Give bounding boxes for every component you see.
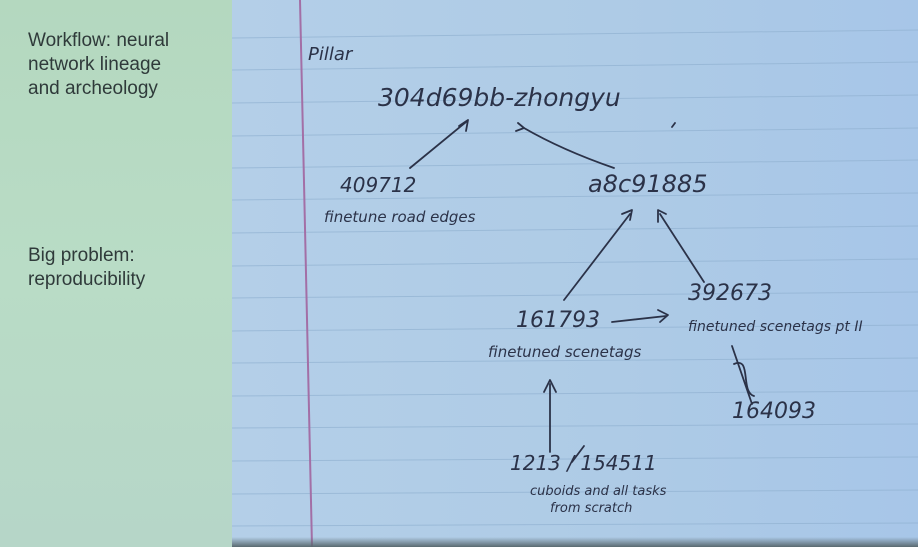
- edge-a-to-root: [409, 121, 467, 169]
- root-node-id: 304d69bb-zhongyu: [378, 83, 621, 112]
- arrowhead-c-to-b: [621, 209, 633, 221]
- node-d-id: 392673: [688, 281, 772, 306]
- node-c-desc: finetuned scenetags: [488, 343, 641, 361]
- node-d-desc: finetuned scenetags pt II: [688, 319, 863, 335]
- base-node-desc-2: from scratch: [550, 501, 632, 516]
- arrowhead-base-to-c: [543, 379, 557, 393]
- arrowhead-d-to-b: [657, 209, 667, 223]
- base-node-ids: 1213 / 154511: [510, 451, 657, 475]
- margin-line: [299, 0, 313, 547]
- edge-c-to-d: [611, 315, 667, 323]
- scribble-mark: [733, 361, 755, 397]
- stray-ink-mark: [671, 122, 676, 128]
- slide-left-panel: Workflow: neural network lineage and arc…: [0, 0, 232, 547]
- edge-d-to-b: [659, 213, 705, 283]
- notebook-paper: Pillar 304d69bb-zhongyu 409712 finetune …: [232, 0, 918, 547]
- slash-mark: [571, 445, 585, 463]
- heading-workflow: Workflow: neural network lineage and arc…: [28, 30, 170, 99]
- arrowhead-a-to-root: [458, 119, 469, 132]
- heading-big-problem: Big problem: reproducibility: [28, 245, 146, 290]
- base-node-desc-1: cuboids and all tasks: [530, 484, 667, 499]
- edge-e-to-d: [731, 345, 753, 405]
- node-b-id: a8c91885: [588, 170, 708, 198]
- handwritten-diagram: Pillar 304d69bb-zhongyu 409712 finetune …: [232, 0, 918, 547]
- arrowhead-c-to-d: [657, 309, 669, 323]
- node-a-id: 409712: [340, 173, 416, 197]
- node-a-desc: finetune road edges: [324, 208, 476, 226]
- tag-pillar: Pillar: [308, 44, 354, 65]
- arrowhead-root-to-b: [515, 122, 525, 132]
- node-e-id: 164093: [732, 399, 816, 424]
- node-c-id: 161793: [516, 308, 600, 333]
- edge-root-to-b: [523, 127, 615, 169]
- edge-c-to-b: [563, 213, 631, 301]
